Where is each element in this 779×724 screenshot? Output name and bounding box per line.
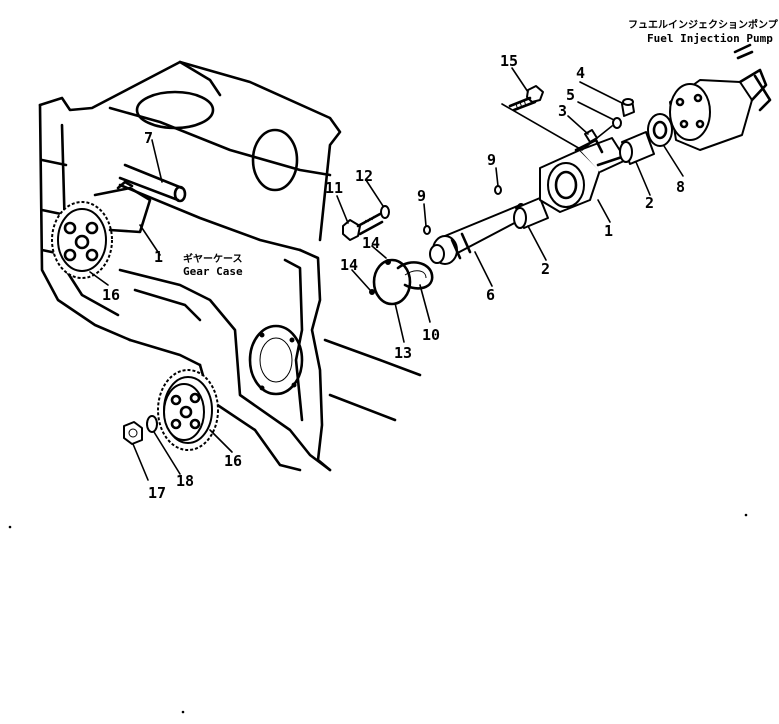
callout-1-left: 1 [154, 248, 163, 266]
stray-marks [8, 513, 748, 714]
pump-drive-housing-1 [539, 137, 627, 213]
key-9b [494, 185, 502, 195]
plug-4 [621, 98, 635, 117]
washer-5 [612, 117, 622, 129]
callout-18: 18 [176, 472, 194, 490]
callout-6: 6 [486, 286, 495, 304]
callout-numbers: 7 1 16 16 17 18 11 12 14 14 13 10 9 9 6 … [102, 52, 685, 502]
callout-8: 8 [676, 178, 685, 196]
callout-3: 3 [558, 102, 567, 120]
o-ring-13 [372, 258, 412, 306]
gear-case-label-jp: ギヤーケース [183, 252, 243, 265]
callout-14-lower: 14 [340, 256, 358, 274]
key-9a [423, 225, 431, 235]
text-labels: ギヤーケース Gear Case フュエルインジェクションポンプ Fuel In… [183, 18, 779, 278]
nut-17 [123, 421, 143, 445]
callout-5: 5 [566, 86, 575, 104]
bushing-2b [619, 131, 655, 165]
callout-15: 15 [500, 52, 518, 70]
o-ring-14a [385, 259, 391, 265]
callout-9-right: 9 [487, 151, 496, 169]
callout-16-lower: 16 [224, 452, 242, 470]
callout-2-right: 2 [645, 194, 654, 212]
callout-7: 7 [144, 129, 153, 147]
gear-case-label-en: Gear Case [183, 265, 243, 278]
callout-16-upper: 16 [102, 286, 120, 304]
fuel-injection-pump [669, 43, 772, 151]
lower-gear-16 [157, 369, 219, 451]
pump-label-jp: フュエルインジェクションポンプ [628, 18, 779, 31]
callout-1-right: 1 [604, 222, 613, 240]
callout-10: 10 [422, 326, 440, 344]
callout-2-left: 2 [541, 260, 550, 278]
bushing-2a [513, 197, 549, 229]
washer-12 [380, 205, 390, 219]
coupling-8 [647, 113, 673, 147]
drive-shaft-6 [429, 203, 526, 265]
callout-14-upper: 14 [362, 234, 380, 252]
bolt-11 [342, 212, 384, 241]
o-ring-14b [369, 289, 375, 295]
callout-13: 13 [394, 344, 412, 362]
washer-18 [146, 415, 158, 433]
callout-17: 17 [148, 484, 166, 502]
upper-gear-assembly [51, 180, 152, 279]
bolt-15 [508, 85, 544, 112]
callout-9-left: 9 [417, 187, 426, 205]
callout-11: 11 [325, 179, 343, 197]
callout-4: 4 [576, 64, 585, 82]
callout-12: 12 [355, 167, 373, 185]
leader-lines [89, 67, 684, 481]
pump-label-en: Fuel Injection Pump [647, 32, 773, 45]
